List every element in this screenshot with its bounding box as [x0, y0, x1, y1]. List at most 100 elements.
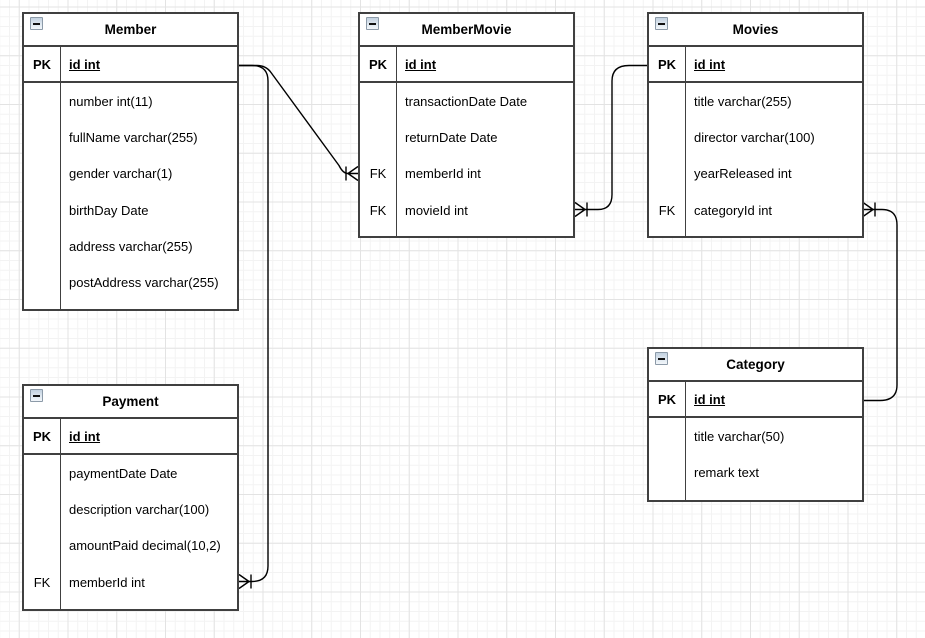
field-row[interactable]: returnDate Date: [360, 119, 573, 156]
key-label: [24, 83, 61, 120]
relationship-member-payment[interactable]: [238, 64, 269, 590]
pk-row[interactable]: PK id int: [24, 419, 237, 455]
entity-title: Member: [104, 22, 157, 37]
pk-field: id int: [694, 391, 726, 407]
key-label: [24, 228, 61, 265]
field-row[interactable]: description varchar(100): [24, 491, 237, 528]
key-label: FK: [360, 191, 397, 229]
field-label: memberId int: [69, 574, 145, 590]
field-row[interactable]: yearReleased int: [649, 155, 862, 192]
key-label: [649, 155, 686, 192]
key-label: [360, 83, 397, 120]
filler-row: [24, 300, 237, 309]
field-row[interactable]: paymentDate Date: [24, 455, 237, 492]
field-label: title varchar(255): [694, 93, 792, 109]
key-label: FK: [24, 563, 61, 601]
entity-table-payment[interactable]: Payment PK id int paymentDate Date descr…: [22, 384, 239, 611]
entity-table-movies[interactable]: Movies PK id int title varchar(255) dire…: [647, 12, 864, 238]
collapse-icon[interactable]: [655, 352, 668, 365]
field-label: movieId int: [405, 202, 468, 218]
field-row[interactable]: title varchar(50): [649, 418, 862, 455]
pk-field: id int: [405, 56, 437, 72]
field-list: title varchar(50) remark text: [649, 418, 862, 500]
entity-title: MemberMovie: [421, 22, 512, 37]
field-label: yearReleased int: [694, 166, 792, 182]
minus-glyph: [658, 22, 665, 25]
key-label: FK: [649, 191, 686, 229]
entity-table-membermovie[interactable]: MemberMovie PK id int transactionDate Da…: [358, 12, 575, 238]
field-row[interactable]: transactionDate Date: [360, 83, 573, 120]
field-list: transactionDate Date returnDate Date FK m…: [360, 83, 573, 236]
collapse-icon[interactable]: [30, 17, 43, 30]
field-row[interactable]: address varchar(255): [24, 228, 237, 265]
field-row[interactable]: title varchar(255): [649, 83, 862, 120]
pk-row[interactable]: PK id int: [649, 382, 862, 418]
pk-label: PK: [649, 382, 686, 416]
key-label: [649, 418, 686, 455]
field-label: amountPaid decimal(10,2): [69, 538, 221, 554]
key-label: [360, 119, 397, 156]
entity-header[interactable]: MemberMovie: [360, 14, 573, 47]
field-row[interactable]: FK movieId int: [360, 191, 573, 229]
relationship-movies-membermovie[interactable]: [574, 64, 647, 218]
minus-glyph: [369, 22, 376, 25]
field-label: postAddress varchar(255): [69, 275, 219, 291]
field-label: paymentDate Date: [69, 465, 178, 481]
crow-foot-icon: [238, 573, 252, 590]
pk-row[interactable]: PK id int: [360, 47, 573, 83]
pk-label: PK: [649, 47, 686, 81]
field-label: fullName varchar(255): [69, 129, 198, 145]
field-label: memberId int: [405, 166, 481, 182]
entity-header[interactable]: Payment: [24, 386, 237, 419]
pk-row[interactable]: PK id int: [24, 47, 237, 83]
entity-header[interactable]: Member: [24, 14, 237, 47]
relationship-category-movies[interactable]: [862, 201, 898, 402]
field-label: birthDay Date: [69, 202, 149, 218]
field-label: address varchar(255): [69, 238, 193, 254]
field-label: gender varchar(1): [69, 166, 173, 182]
field-row[interactable]: gender varchar(1): [24, 155, 237, 192]
field-list: title varchar(255) director varchar(100)…: [649, 83, 862, 236]
relationship-member-membermovie[interactable]: [239, 64, 359, 182]
pk-label: PK: [24, 419, 61, 453]
key-label: [24, 191, 61, 229]
key-label: FK: [360, 155, 397, 192]
pk-field: id int: [694, 56, 726, 72]
entity-table-member[interactable]: Member PK id int number int(11) fullName…: [22, 12, 239, 311]
field-row[interactable]: director varchar(100): [649, 119, 862, 156]
field-list: paymentDate Date description varchar(100…: [24, 455, 237, 609]
key-label: [24, 455, 61, 492]
collapse-icon[interactable]: [655, 17, 668, 30]
field-row[interactable]: FK memberId int: [360, 155, 573, 192]
field-row[interactable]: birthDay Date: [24, 191, 237, 229]
field-row[interactable]: amountPaid decimal(10,2): [24, 527, 237, 564]
field-row[interactable]: fullName varchar(255): [24, 119, 237, 156]
key-label: [24, 491, 61, 528]
key-label: [24, 155, 61, 192]
collapse-icon[interactable]: [30, 389, 43, 402]
edge-line[interactable]: [239, 64, 269, 583]
field-row[interactable]: number int(11): [24, 83, 237, 120]
edge-line[interactable]: [585, 64, 647, 211]
filler-row: [649, 228, 862, 236]
key-label: [24, 527, 61, 564]
key-label: [24, 264, 61, 301]
field-row[interactable]: FK memberId int: [24, 563, 237, 601]
entity-header[interactable]: Category: [649, 349, 862, 382]
field-label: transactionDate Date: [405, 93, 528, 109]
field-row[interactable]: postAddress varchar(255): [24, 264, 237, 301]
edge-line[interactable]: [239, 64, 349, 175]
filler-row: [360, 228, 573, 236]
field-label: remark text: [694, 464, 760, 480]
pk-row[interactable]: PK id int: [649, 47, 862, 83]
edge-line[interactable]: [863, 208, 898, 402]
entity-table-category[interactable]: Category PK id int title varchar(50) rem…: [647, 347, 864, 502]
collapse-icon[interactable]: [366, 17, 379, 30]
filler-row: [24, 600, 237, 609]
pk-field: id int: [69, 56, 101, 72]
field-row[interactable]: remark text: [649, 454, 862, 491]
entity-header[interactable]: Movies: [649, 14, 862, 47]
